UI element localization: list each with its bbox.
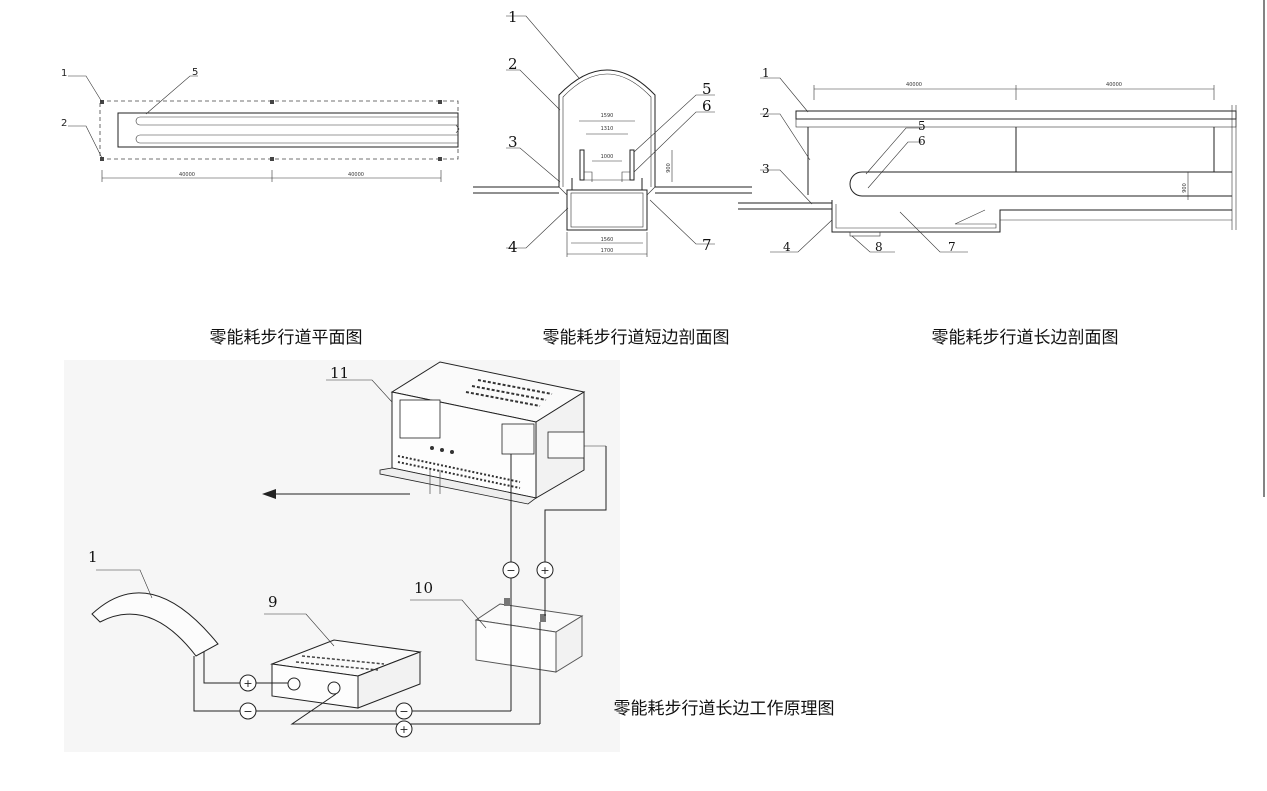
inverter-box bbox=[379, 361, 606, 505]
plan-label-5: 5 bbox=[192, 67, 198, 78]
plan-outline bbox=[99, 100, 459, 160]
long-dim-2: 40000 bbox=[1106, 82, 1122, 88]
symbol-plus-2: + bbox=[399, 723, 408, 736]
long-label-1: 1 bbox=[762, 66, 770, 80]
long-label-5: 5 bbox=[918, 119, 926, 133]
caption-working: 零能耗步行道长边工作原理图 bbox=[614, 699, 835, 719]
short-dim-1310: 1310 bbox=[601, 126, 614, 132]
plan-dim-2: 40000 bbox=[348, 172, 364, 178]
battery bbox=[474, 598, 584, 673]
short-label-4: 4 bbox=[508, 238, 518, 256]
controller-box bbox=[270, 639, 422, 709]
short-label-6: 6 bbox=[702, 97, 712, 115]
long-label-6: 6 bbox=[918, 134, 926, 148]
short-section-view: 1590 1310 1000 900 1560 1700 1 2 3 4 5 6… bbox=[473, 8, 752, 257]
working-label-11: 11 bbox=[330, 364, 349, 382]
short-label-1: 1 bbox=[508, 8, 518, 26]
long-label-8: 8 bbox=[875, 240, 883, 254]
caption-plan: 零能耗步行道平面图 bbox=[210, 328, 363, 348]
short-label-7: 7 bbox=[702, 236, 712, 254]
symbol-plus-3: + bbox=[540, 564, 549, 577]
symbol-minus-1: − bbox=[243, 705, 252, 718]
short-dim-1560: 1560 bbox=[601, 237, 614, 243]
symbol-minus-3: − bbox=[506, 564, 515, 577]
short-dim-1590: 1590 bbox=[601, 113, 614, 119]
long-dim-900: 900 bbox=[1182, 183, 1188, 193]
short-label-3: 3 bbox=[508, 133, 518, 151]
plan-label-1: 1 bbox=[61, 68, 67, 79]
long-dim-1: 40000 bbox=[906, 82, 922, 88]
caption-long-section: 零能耗步行道长边剖面图 bbox=[932, 328, 1119, 348]
symbol-minus-2: − bbox=[399, 705, 408, 718]
plan-walkway bbox=[117, 112, 459, 148]
solar-panel bbox=[91, 592, 219, 657]
short-dim-1700: 1700 bbox=[601, 248, 614, 254]
plan-dim-1: 40000 bbox=[179, 172, 195, 178]
working-label-1: 1 bbox=[88, 548, 98, 566]
plan-view: 40000 40000 1 5 2 bbox=[61, 67, 460, 182]
caption-short-section: 零能耗步行道短边剖面图 bbox=[543, 328, 730, 348]
working-diagram: 11 1 9 10 bbox=[64, 360, 620, 752]
plan-label-2: 2 bbox=[61, 118, 67, 129]
short-label-2: 2 bbox=[508, 55, 518, 73]
long-label-2: 2 bbox=[762, 106, 770, 120]
short-dim-900: 900 bbox=[666, 163, 672, 173]
short-dim-1000: 1000 bbox=[601, 154, 614, 160]
long-label-4: 4 bbox=[783, 240, 791, 254]
symbol-plus-1: + bbox=[243, 677, 252, 690]
working-label-10: 10 bbox=[414, 579, 433, 597]
short-label-5: 5 bbox=[702, 80, 712, 98]
long-section-view: 40000 40000 900 1 2 3 4 5 6 7 8 bbox=[738, 66, 1237, 254]
working-label-9: 9 bbox=[268, 593, 278, 611]
long-label-3: 3 bbox=[762, 162, 770, 176]
long-label-7: 7 bbox=[948, 240, 956, 254]
short-arch bbox=[558, 69, 656, 187]
